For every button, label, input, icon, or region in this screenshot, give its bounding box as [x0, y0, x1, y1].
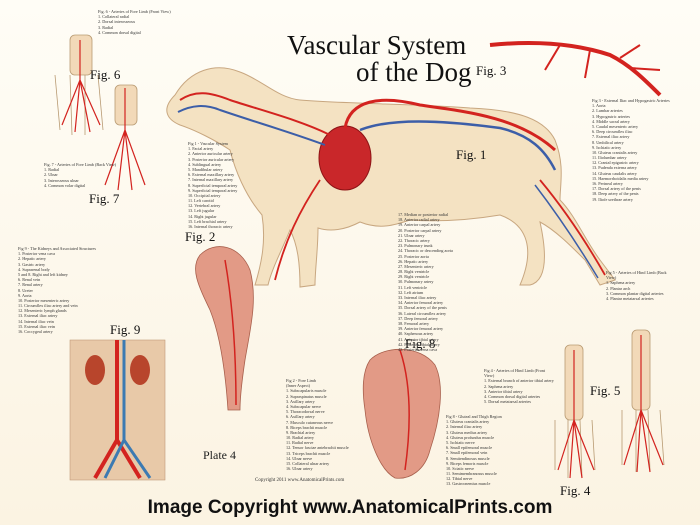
fig1-label: Fig. 1: [456, 147, 487, 162]
fig5-artery: [623, 335, 664, 473]
fig3-legend: Fig 3 - External Iliac and Hypogastric A…: [592, 98, 670, 202]
fig2-legend: Fig 2 - Fore Limb(Inner Aspect)1. Subsca…: [286, 378, 349, 472]
fig3-branch: [544, 44, 661, 79]
vena-cava: [359, 120, 557, 171]
left-kidney: [85, 355, 105, 385]
fig7-legend: Fig. 7 - Arteries of Fore Limb (Back Vie…: [44, 162, 117, 188]
fig6-label: Fig. 6: [90, 67, 121, 82]
plate-label: Plate 4: [203, 448, 236, 462]
fig6-legend: Fig. 6 - Arteries of Fore Limb (Front Vi…: [98, 9, 171, 35]
carotid-artery: [179, 92, 331, 136]
aorta: [343, 98, 557, 152]
hindleg-vein: [534, 184, 599, 279]
fig2-muscle: [195, 246, 254, 411]
fig8-label: Fig. 8: [405, 336, 436, 351]
foreleg-artery: [274, 179, 321, 281]
fig8-muscle: [362, 348, 441, 479]
right-kidney: [130, 355, 150, 385]
title-line1: Vascular System: [287, 30, 467, 60]
fig7-label: Fig. 7: [89, 191, 120, 206]
fig7-paw: [114, 84, 138, 126]
fig9-vena: [103, 340, 152, 479]
copyright-small: Copyright 2011 www.AnatomicalPrints.com: [255, 478, 345, 483]
fig2-artery: [224, 259, 237, 406]
fig8-artery: [399, 349, 410, 471]
fig5-label: Fig. 5: [590, 383, 621, 398]
fig6-paw: [54, 34, 104, 136]
heart: [318, 125, 372, 191]
fig6-artery: [61, 40, 101, 133]
fig3-label: Fig. 3: [476, 63, 507, 78]
fig2-label: Fig. 2: [185, 229, 216, 244]
fig4-artery: [557, 350, 595, 479]
fig9-label: Fig. 9: [110, 322, 141, 337]
fig3-artery: [489, 41, 662, 97]
fig4-label: Fig. 4: [560, 483, 591, 498]
copyright-banner: Image Copyright www.AnatomicalPrints.com: [147, 497, 553, 518]
fig9-legend: Fig 9 - The Kidneys and Associated Struc…: [18, 246, 96, 334]
fig7-artery: [104, 88, 146, 191]
title-line2: of the Dog: [356, 57, 472, 87]
jugular-vein: [177, 105, 326, 146]
hindleg-artery: [539, 179, 606, 276]
